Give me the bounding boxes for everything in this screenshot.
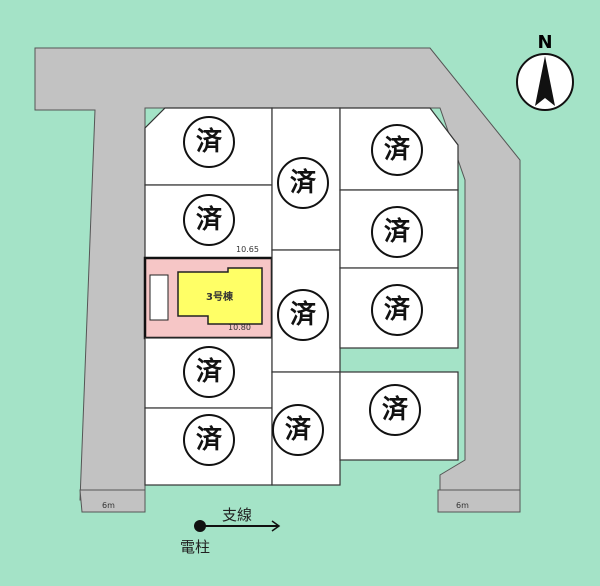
sold-mark: 済 — [196, 126, 223, 157]
sold-mark: 済 — [196, 204, 223, 235]
dimension-bottom: 10.80 — [228, 323, 251, 332]
sold-mark: 済 — [196, 356, 223, 387]
sold-circle — [371, 124, 423, 176]
road-south-left — [79, 489, 146, 513]
compass: N — [516, 32, 574, 111]
sold-mark: 済 — [285, 414, 312, 445]
sold-circle — [277, 289, 329, 341]
sold-mark: 済 — [290, 167, 317, 198]
sold-circle — [183, 194, 235, 246]
utility-pole-label: 電柱 — [180, 538, 210, 556]
dimension-top: 10.65 — [236, 245, 259, 254]
featured-building[interactable] — [177, 267, 263, 325]
sold-circle — [371, 284, 423, 336]
sold-circle — [183, 116, 235, 168]
featured-building-label: 3号棟 — [206, 290, 234, 303]
sold-mark: 済 — [290, 299, 317, 330]
sold-circle — [369, 384, 421, 436]
left-road-width: 6m — [102, 501, 115, 510]
right-road-width: 6m — [456, 501, 469, 510]
parking-space — [149, 274, 169, 321]
sold-mark: 済 — [384, 294, 411, 325]
sold-circle — [371, 206, 423, 258]
sold-mark: 済 — [384, 134, 411, 165]
sold-circle — [183, 414, 235, 466]
branch-line-label: 支線 — [222, 506, 252, 524]
road-south-right — [437, 489, 521, 513]
sold-circle — [272, 404, 324, 456]
sold-circle — [277, 157, 329, 209]
north-arrow-icon — [535, 56, 555, 106]
sold-mark: 済 — [384, 216, 411, 247]
sold-circle — [183, 346, 235, 398]
sold-mark: 済 — [382, 394, 409, 425]
compass-label: N — [537, 32, 552, 53]
sold-mark: 済 — [196, 424, 223, 455]
road-north — [34, 47, 521, 501]
